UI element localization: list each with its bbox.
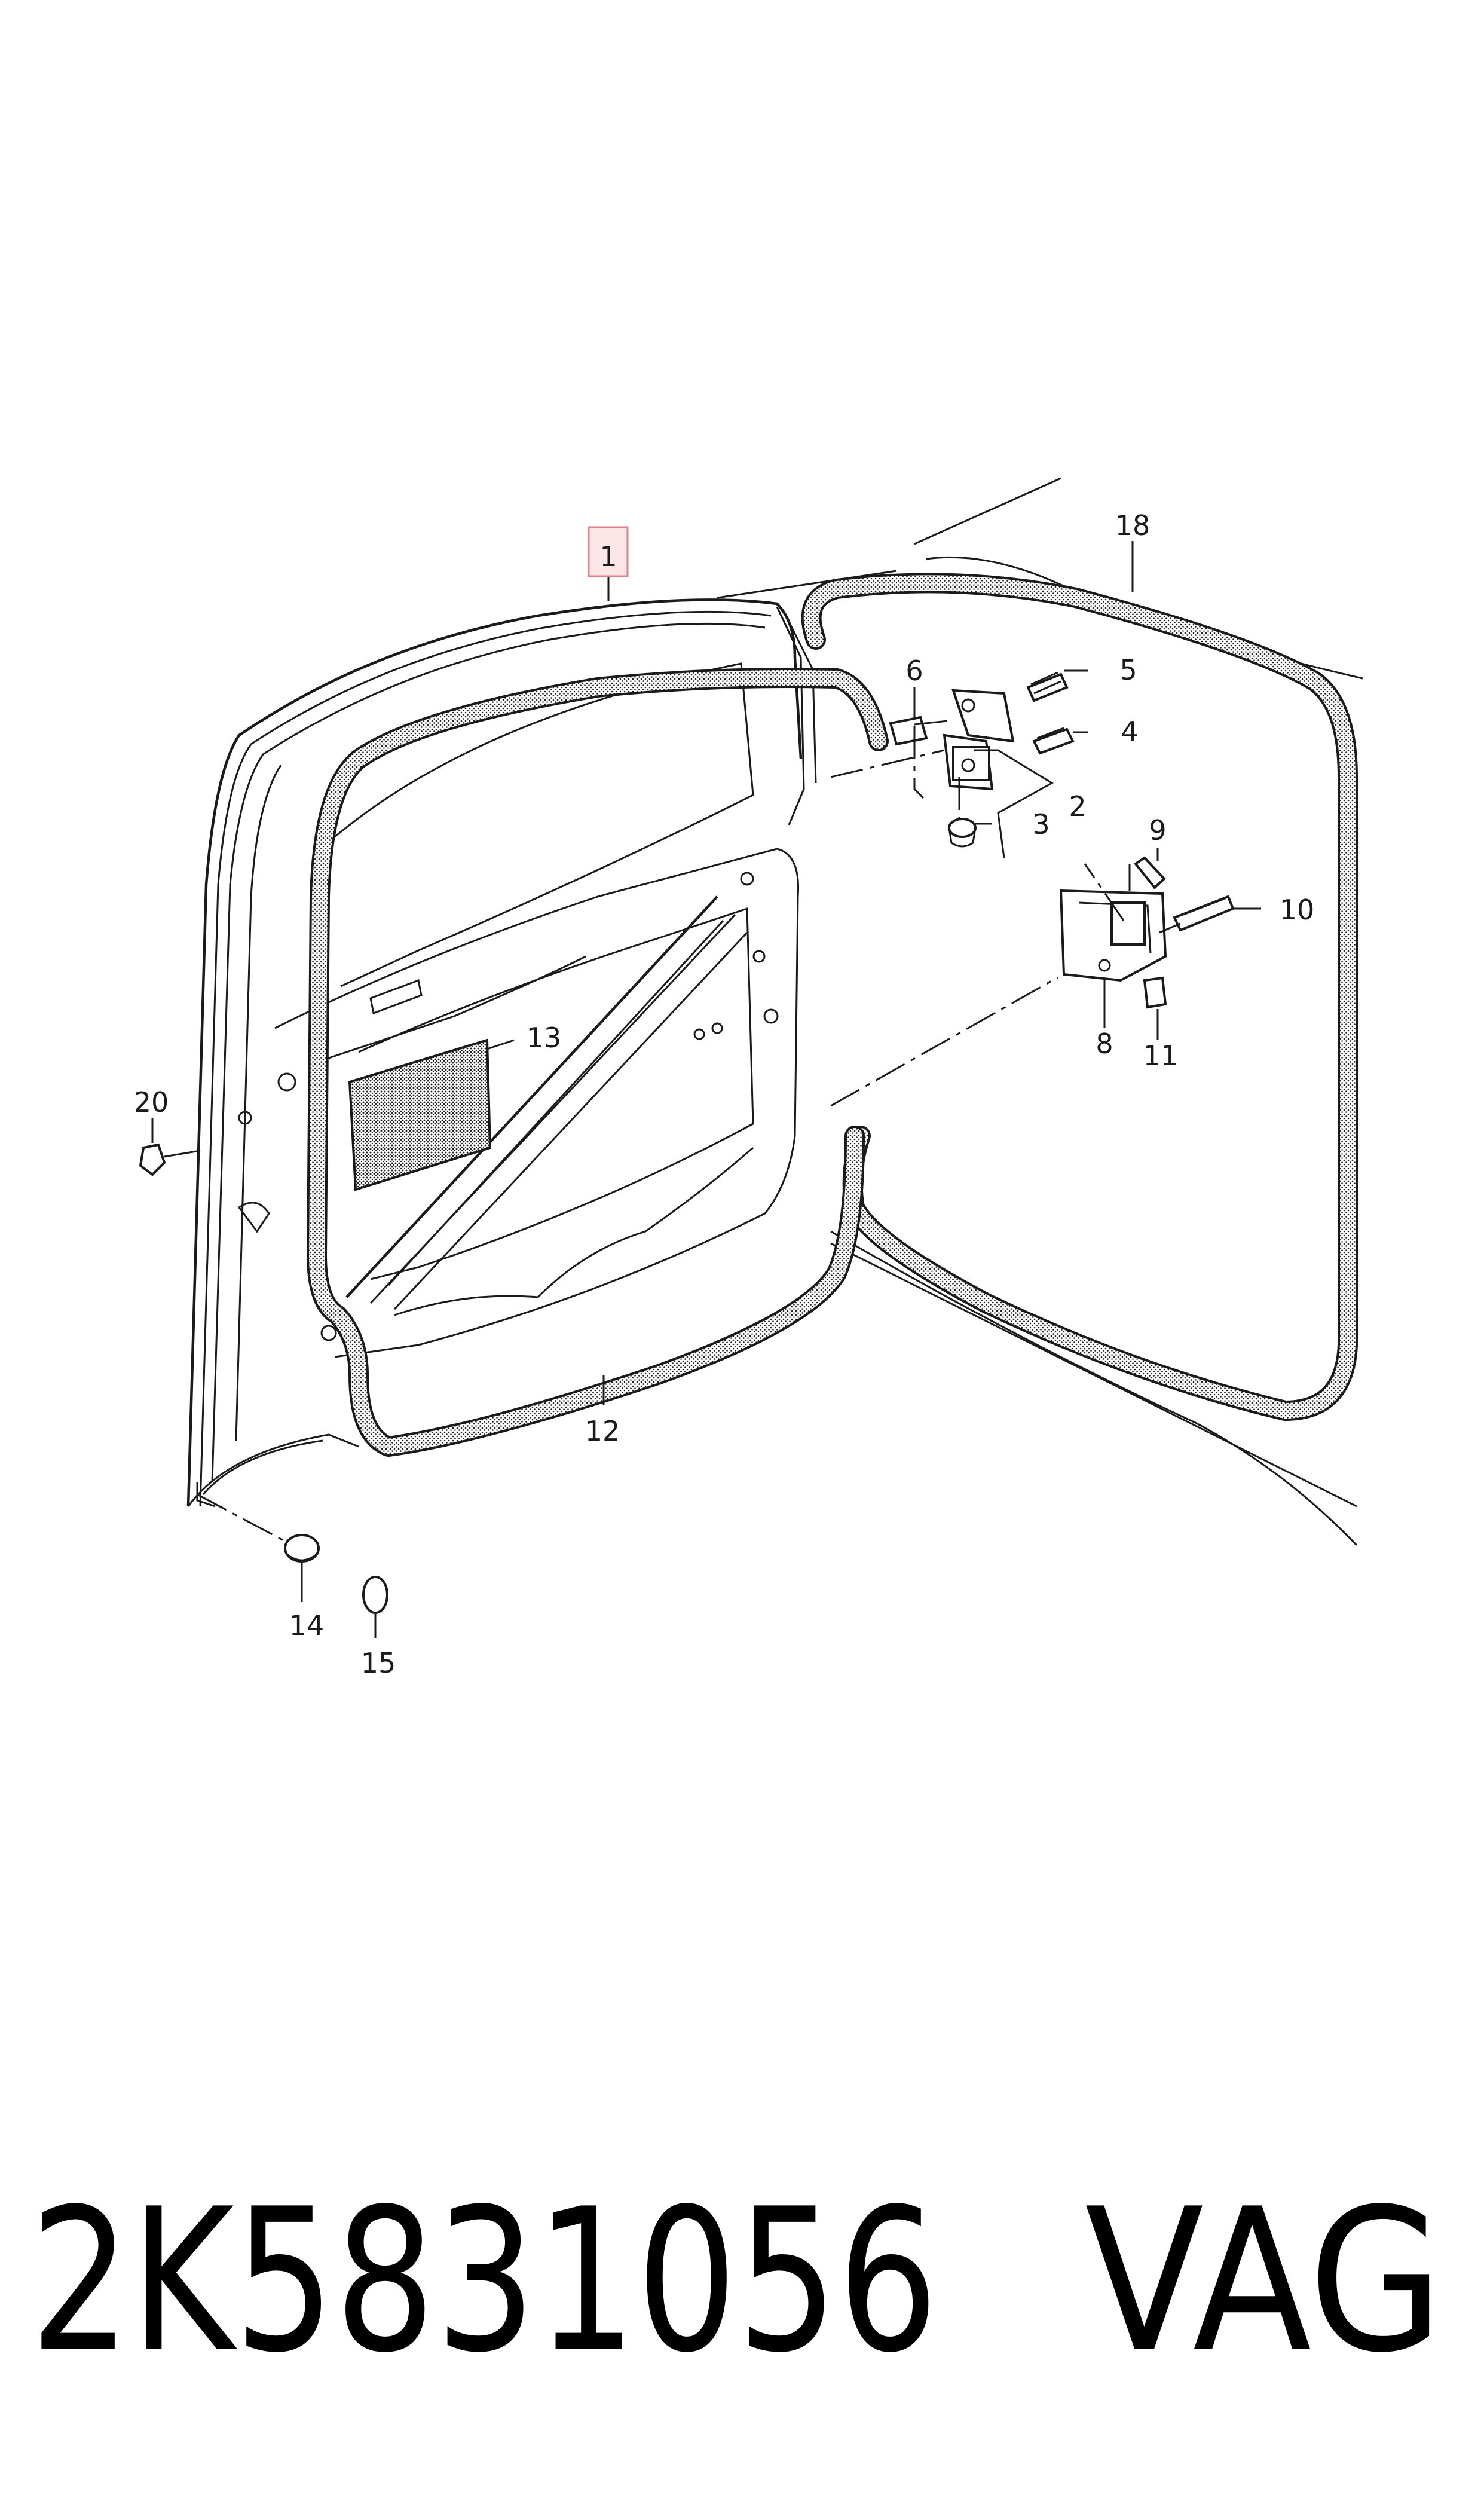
door-seal (307, 668, 889, 1457)
hinge-bolt-9 (1134, 856, 1166, 889)
body-door-seal (801, 573, 1358, 1421)
callout-14: 14 (289, 1609, 325, 1641)
hinge-bolt-6 (889, 716, 928, 746)
lower-hinge (1059, 889, 1167, 982)
callout-10: 10 (1280, 894, 1315, 926)
callout-labels: 1 2 3 4 5 6 8 9 10 11 12 13 14 15 18 20 (134, 509, 1315, 1679)
assembly-lines (197, 719, 1181, 1543)
callout-4: 4 (1121, 716, 1138, 748)
foil-15 (362, 1576, 388, 1614)
callout-3: 3 (1032, 808, 1049, 840)
cap-11 (1143, 976, 1167, 1009)
plug-14 (284, 1534, 320, 1563)
part-number: 2K5831056 (30, 2166, 938, 2396)
callout-5: 5 (1119, 654, 1137, 686)
leader-lines (151, 541, 1261, 1638)
clip-20 (139, 1143, 201, 1176)
hinge-bolt-5 (1026, 671, 1069, 702)
callout-18: 18 (1115, 509, 1151, 542)
callout-8: 8 (1096, 1028, 1113, 1060)
callout-13: 13 (527, 1022, 562, 1054)
hinge-bush-3 (948, 818, 977, 848)
callout-11: 11 (1143, 1040, 1179, 1072)
callout-6: 6 (905, 655, 923, 687)
upper-hinge (943, 689, 1015, 791)
highlight-box (588, 526, 629, 577)
door-shell (186, 598, 817, 1508)
callout-1: 1 (599, 540, 617, 573)
insulation-pad (348, 1038, 492, 1191)
callout-2: 2 (1069, 790, 1086, 823)
hinge-bolt-10 (1173, 895, 1235, 932)
callout-15: 15 (361, 1647, 396, 1679)
callout-9: 9 (1149, 814, 1166, 846)
brand-name: VAG (1085, 2166, 1443, 2396)
callout-12: 12 (585, 1415, 620, 1447)
hinge-bolt-4 (1032, 727, 1075, 755)
callout-20: 20 (134, 1086, 169, 1118)
